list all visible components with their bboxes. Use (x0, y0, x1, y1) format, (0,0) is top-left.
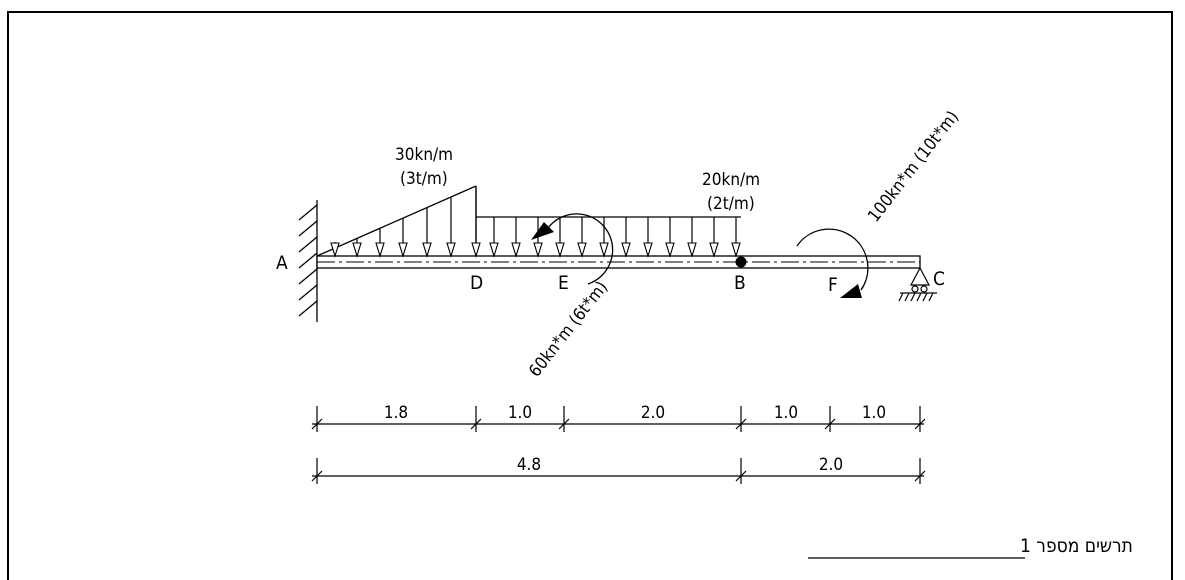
triangular-load-arrows (330, 186, 481, 258)
uniform-load-arrows (489, 217, 741, 258)
load-arrow (643, 217, 653, 258)
tick-mark (311, 470, 323, 482)
beam (316, 255, 921, 269)
load-arrow (599, 217, 609, 258)
triangular-load-label-metric: (3t/m) (400, 169, 448, 189)
dimension-row-1: 1.8 1.0 2.0 1.0 1.0 (311, 403, 926, 432)
dimension-value-eb: 2.0 (641, 403, 665, 423)
tick-mark (311, 418, 323, 430)
load-arrow (709, 217, 719, 258)
load-arrow (330, 242, 340, 258)
support-c (898, 266, 937, 302)
tick-mark (735, 418, 747, 430)
load-arrow (687, 217, 697, 258)
moment-f-arrow (796, 228, 869, 298)
load-arrow (489, 217, 499, 258)
triangular-load-label: 30kn/m (395, 145, 453, 165)
hinge-b (735, 256, 747, 268)
dimension-value-fc: 1.0 (862, 403, 886, 423)
point-label-c: C (933, 268, 945, 290)
dimension-value-bc: 2.0 (819, 455, 843, 475)
load-arrow (398, 218, 408, 258)
dimension-row-2: 4.8 2.0 (311, 455, 926, 484)
load-arrow (352, 238, 362, 258)
uniform-load-label-metric: (2t/m) (707, 194, 755, 214)
tick-mark (735, 470, 747, 482)
load-arrow (511, 217, 521, 258)
point-label-e: E (558, 272, 569, 294)
sheet-frame (7, 11, 1173, 580)
figure-caption: תרשים מספר 1 (1020, 535, 1133, 557)
dimension-value-bf: 1.0 (774, 403, 798, 423)
uniform-load-label: 20kn/m (702, 170, 760, 190)
point-label-f: F (828, 274, 838, 296)
load-arrow (731, 217, 741, 258)
dimension-value-ab: 4.8 (517, 455, 541, 475)
tick-mark (470, 418, 482, 430)
load-arrow (375, 228, 385, 258)
load-arrow (555, 217, 565, 258)
load-arrow (422, 207, 432, 258)
point-label-b: B (734, 272, 746, 294)
point-label-d: D (470, 272, 483, 294)
load-arrow (446, 197, 456, 258)
tick-mark (914, 470, 926, 482)
load-arrow (621, 217, 631, 258)
load-arrow (577, 217, 587, 258)
fixed-support-a (298, 200, 318, 322)
moment-e-arrow (531, 213, 614, 285)
point-label-a: A (276, 252, 288, 274)
load-arrow (665, 217, 675, 258)
load-arrow (471, 186, 481, 258)
dimension-value-de: 1.0 (508, 403, 532, 423)
tick-mark (558, 418, 570, 430)
tick-mark (824, 418, 836, 430)
tick-mark (914, 418, 926, 430)
moment-f-label: 100kn*m (10t*m) (864, 107, 963, 226)
dimension-value-ad: 1.8 (384, 403, 408, 423)
